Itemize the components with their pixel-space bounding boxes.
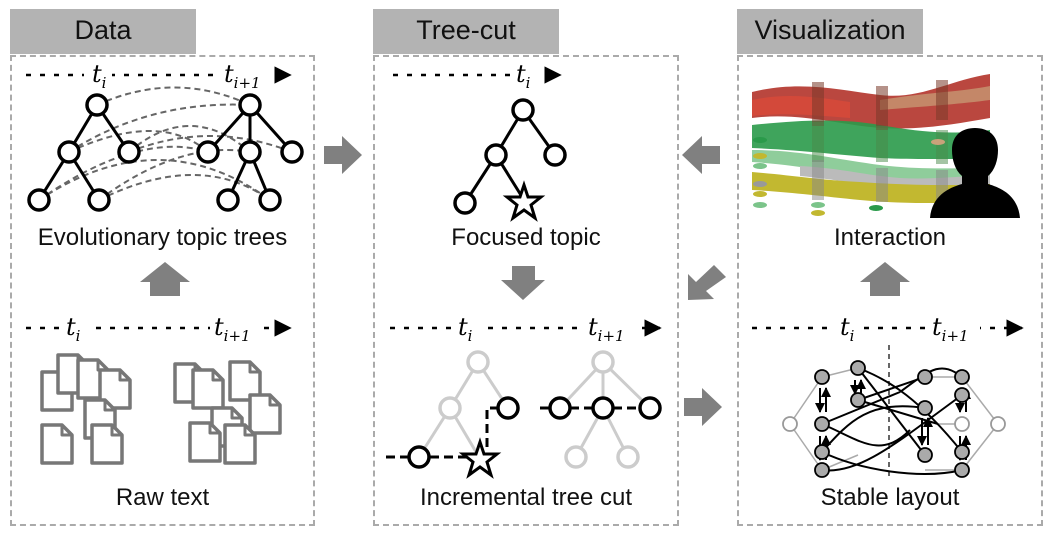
tree-node: [27, 188, 51, 212]
tab-treecut: Tree-cut: [373, 9, 559, 54]
user-silhouette-icon: [930, 128, 1020, 218]
arrow-right-icon: [684, 388, 722, 426]
svg-text:ti+1: ti+1: [224, 60, 261, 92]
tree-node: [238, 140, 262, 164]
caption-raw-text: Raw text: [115, 484, 210, 511]
arrow-up-icon: [140, 262, 190, 296]
data-panel: [10, 55, 315, 526]
visualization-panel: [737, 55, 1043, 526]
stable-layout-graph: [782, 345, 1006, 478]
timeline-treecut-top: ti: [393, 60, 562, 92]
incremental-tree-cut: [386, 350, 662, 479]
tree-node: [238, 93, 262, 117]
timeline-treecut-bottom: ti ti+1: [390, 313, 662, 345]
arrow-diagonal-icon: [688, 265, 726, 300]
document-icon: [223, 423, 257, 465]
timeline-data-bottom: ti ti+1: [26, 313, 292, 345]
star-icon: [458, 437, 502, 479]
arrow-down-icon: [501, 266, 545, 300]
raw-text-documents: [40, 353, 282, 465]
svg-text:ti+1: ti+1: [214, 313, 251, 345]
svg-text:ti: ti: [92, 60, 107, 92]
document-icon: [248, 393, 282, 435]
tree-node: [57, 140, 81, 164]
tab-data: Data: [10, 9, 196, 54]
caption-stable-layout: Stable layout: [820, 484, 960, 511]
svg-text:ti+1: ti+1: [932, 313, 969, 345]
t-next-label: t: [224, 60, 234, 88]
svg-text:ti+1: ti+1: [588, 313, 625, 345]
tree-node: [258, 188, 282, 212]
svg-text:ti: ti: [66, 313, 81, 345]
arrow-up-icon: [860, 262, 910, 296]
caption-evolutionary-topic-trees: Evolutionary topic trees: [37, 224, 288, 251]
caption-incremental-tree-cut: Incremental tree cut: [419, 484, 633, 511]
svg-text:ti: ti: [840, 313, 855, 345]
tree-node: [87, 188, 111, 212]
document-icon: [90, 423, 124, 465]
focused-topic-tree: [453, 98, 567, 222]
arrow-right-icon: [324, 136, 362, 174]
caption-focused-topic: Focused topic: [451, 224, 601, 251]
arrow-left-icon: [682, 136, 720, 174]
tree-node: [280, 140, 304, 164]
tree-node: [196, 140, 220, 164]
evolutionary-topic-trees: [27, 86, 304, 212]
timeline-vis-bottom: ti ti+1: [752, 313, 1024, 345]
tree-node: [117, 140, 141, 164]
svg-text:ti: ti: [458, 313, 473, 345]
tree-node: [85, 93, 109, 117]
timeline-data-top: ti ti+1: [26, 60, 292, 92]
topic-river-visualization: [752, 74, 990, 216]
star-icon: [502, 180, 546, 222]
tab-visualization: Visualization: [737, 9, 923, 54]
document-icon: [191, 368, 225, 410]
document-icon: [188, 421, 222, 463]
caption-interaction: Interaction: [833, 224, 947, 251]
svg-text:ti: ti: [516, 60, 531, 92]
treecut-panel: [373, 55, 679, 526]
document-icon: [40, 423, 74, 465]
t-i-label: t: [92, 60, 102, 88]
tree-node: [216, 188, 240, 212]
